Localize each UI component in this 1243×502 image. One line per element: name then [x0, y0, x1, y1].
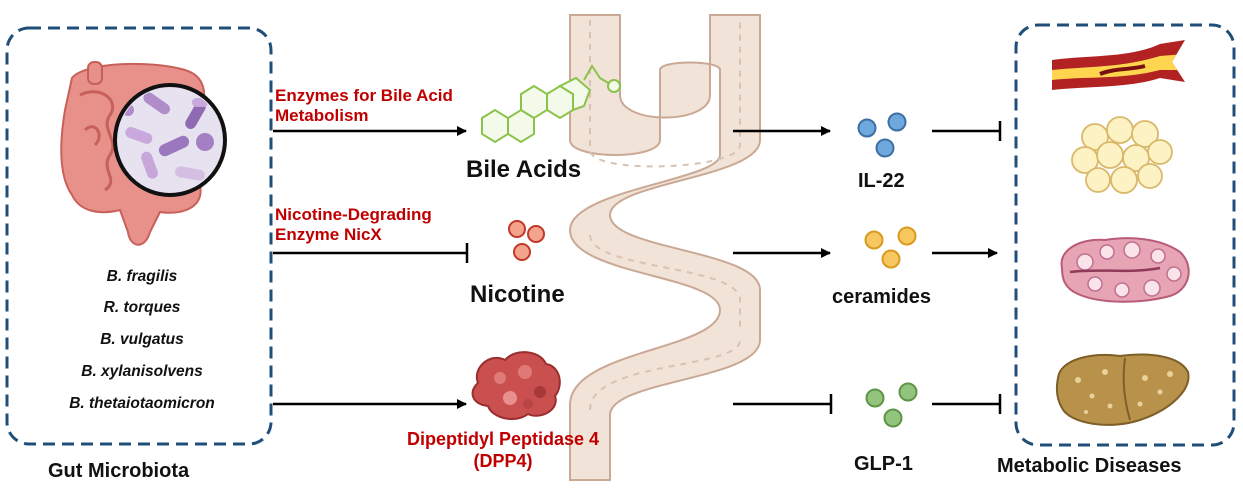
nicotine-enzyme-label-line1: Nicotine-Degrading — [275, 205, 432, 224]
bile-enzyme-label-line2: Metabolism — [275, 106, 369, 125]
glp1-molecules-icon — [865, 382, 918, 428]
species-r-torques: R. torques — [103, 299, 181, 316]
fatty-liver-icon — [1055, 353, 1190, 426]
metabolic-diseases-panel — [1014, 23, 1236, 447]
glp1-label: GLP-1 — [854, 453, 913, 475]
species-b-xylanisolvens: B. xylanisolvens — [81, 363, 203, 380]
ovary-icon — [1060, 237, 1190, 303]
adipocytes-icon — [1071, 116, 1173, 194]
dpp4-label-line1: Dipeptidyl Peptidase 4 — [406, 429, 600, 449]
pathway-connectors — [273, 121, 1002, 414]
metabolic-diseases-title: Metabolic Diseases — [997, 455, 1182, 477]
il22-label: IL-22 — [858, 170, 905, 192]
bile-enzyme-label-line1: Enzymes for Bile Acid — [275, 86, 453, 105]
gut-microbiota-panel — [5, 26, 273, 446]
nicotine-label: Nicotine — [470, 281, 565, 308]
dpp4-label-line2: (DPP4) — [473, 451, 533, 471]
intestinal-villi-icon — [568, 14, 761, 481]
species-b-fragilis: B. fragilis — [106, 268, 178, 285]
species-b-thetaiotaomicron: B. thetaiotaomicron — [69, 395, 215, 412]
species-b-vulgatus: B. vulgatus — [100, 331, 184, 348]
artery-plaque-icon — [1052, 40, 1185, 90]
bile-acids-label: Bile Acids — [466, 156, 582, 183]
steroid-icon — [481, 64, 621, 144]
ceramide-molecules-icon — [864, 226, 917, 269]
microbe-magnifier-icon — [113, 83, 227, 197]
ceramides-label: ceramides — [832, 286, 931, 308]
nicotine-molecules-icon — [508, 220, 545, 261]
dpp4-protein-icon — [471, 351, 561, 421]
gut-microbiota-title: Gut Microbiota — [48, 460, 190, 482]
il22-molecules-icon — [857, 112, 907, 158]
nicotine-enzyme-label-line2: Enzyme NicX — [275, 225, 382, 244]
